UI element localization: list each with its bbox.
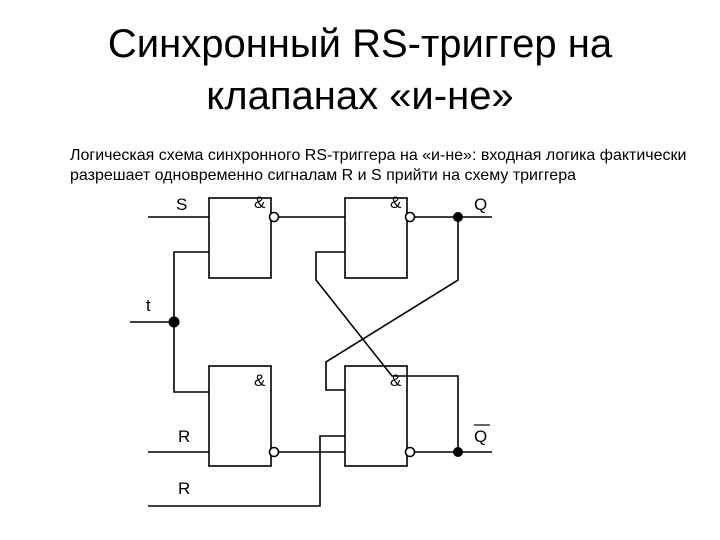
label-r: R (178, 427, 190, 446)
gate-2-symbol: & (390, 193, 402, 212)
inversion-bubble-g4 (404, 446, 416, 458)
inversion-bubble-g1 (268, 211, 280, 223)
wire-q-feedback (325, 217, 459, 391)
label-r2: R (178, 479, 190, 498)
title-line-2: клапанах «и-не» (206, 74, 514, 118)
label-s: S (176, 195, 187, 214)
inversion-bubble-g3 (268, 446, 280, 458)
gate-2-top-right (344, 197, 408, 279)
gate-1-symbol: & (254, 193, 266, 212)
label-q: Q (474, 195, 487, 214)
slide-title: Синхронный RS-триггер на клапанах «и-не» (0, 18, 720, 122)
gate-4-bottom-right (344, 365, 408, 467)
inversion-bubble-g2 (404, 211, 416, 223)
gate-3-symbol: & (254, 371, 266, 390)
wire-qbar-feedback (315, 251, 459, 452)
gate-4-symbol: & (390, 371, 402, 390)
junction-t (168, 316, 180, 328)
junction-qbar (453, 447, 463, 457)
gate-1-top-left (208, 197, 272, 279)
title-line-1: Синхронный RS-триггер на (107, 22, 613, 66)
junction-q (453, 212, 463, 222)
label-q-bar: Q (474, 427, 487, 446)
description-text: Логическая схема синхронного RS-триггера… (70, 147, 687, 184)
gate-3-bottom-left (208, 365, 272, 467)
label-t: t (146, 296, 151, 315)
wire-r2-input (148, 435, 345, 507)
